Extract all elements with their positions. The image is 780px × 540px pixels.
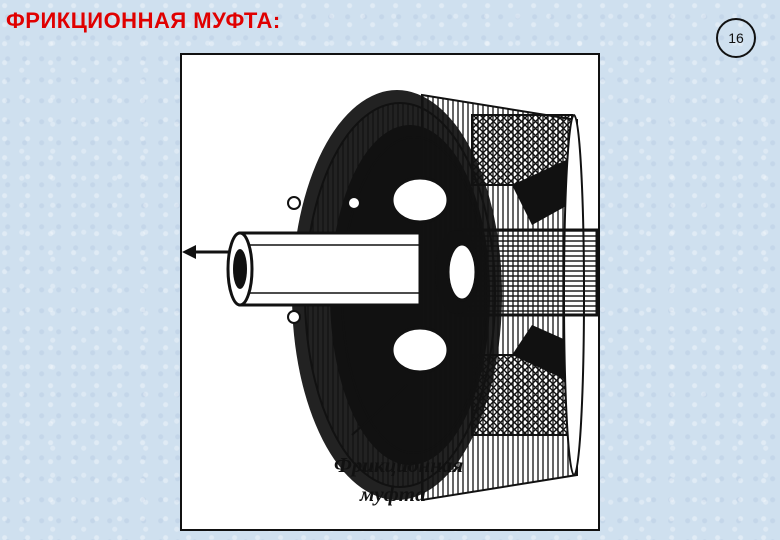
left-shaft [226,231,422,307]
caption-line-1: Фрикционная [334,453,464,477]
drum-housing [421,93,585,502]
figure-frame: Фрикционная муфта [180,53,600,531]
friction-clutch-illustration [182,90,598,502]
right-shaft [435,228,598,317]
caption-line-2: муфта [360,482,426,506]
page-number-badge: 16 [716,18,756,58]
slide-title: ФРИКЦИОННАЯ МУФТА: [6,8,281,33]
leader-line [351,384,408,436]
friction-elements [390,176,450,374]
direction-arrow-icon [182,245,230,259]
bearing-balls [287,196,361,324]
